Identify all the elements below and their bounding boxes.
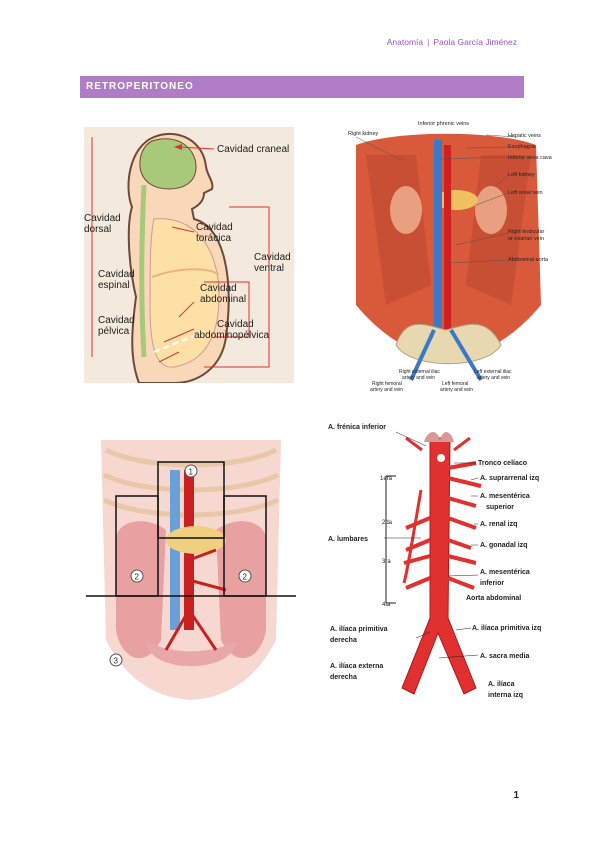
label-abdpelvica-1: Cavidad	[217, 319, 254, 330]
label-testicular-2: or ovarian vein	[508, 236, 544, 242]
label-right-kidney: Right kidney	[348, 131, 379, 137]
label-abdominal-2: abdominal	[200, 294, 246, 305]
region-3-label: 3	[114, 657, 119, 666]
header-subject: Anatomía	[387, 37, 423, 47]
header-separator: |	[427, 37, 429, 47]
figure-body-cavities: Cavidad craneal Cavidad dorsal Cavidad t…	[84, 127, 294, 383]
figure-aorta-branches: A. frénica inferior Tronco celíaco A. su…	[326, 418, 554, 702]
regions-illustration: 1 2 2 3	[86, 440, 296, 702]
label-ivc: Inferior vena cava	[508, 155, 553, 161]
label-iliaca-izq: A. ilíaca primitiva izq	[472, 625, 541, 632]
label-espinal-2: espinal	[98, 280, 130, 291]
body-cavities-illustration: Cavidad craneal Cavidad dorsal Cavidad t…	[84, 127, 294, 383]
label-suprarrenal: A. suprarrenal izq	[480, 475, 539, 482]
label-r-ext-iliac-2: artery and vein	[402, 375, 435, 381]
label-interna-2: interna izq	[488, 692, 523, 699]
label-testicular-1: Right testicular	[508, 229, 545, 235]
page-number: 1	[513, 790, 519, 801]
label-frenica: A. frénica inferior	[328, 424, 386, 431]
aorta-illustration: A. frénica inferior Tronco celíaco A. su…	[326, 418, 554, 702]
section-title: RETROPERITONEO	[86, 81, 194, 92]
label-mesent-inf-2: inferior	[480, 580, 504, 587]
label-toracica-1: Cavidad	[196, 222, 233, 233]
label-dorsal-1: Cavidad	[84, 213, 121, 224]
header-author: Paola García Jiménez	[433, 37, 517, 47]
label-esophagus: Esophagus	[508, 144, 536, 150]
section-banner: RETROPERITONEO	[80, 76, 524, 98]
page-header: Anatomía | Paola García Jiménez	[387, 37, 517, 47]
label-craneal: Cavidad craneal	[217, 144, 289, 155]
figure-retroperitoneal-vessels: Inferior phrenic veins Right kidney Hepa…	[336, 115, 561, 395]
label-dorsal-2: dorsal	[84, 224, 111, 235]
label-mesent-sup-1: A. mesentérica	[480, 493, 530, 500]
label-hepatic: Hepatic veins	[508, 133, 541, 139]
label-lumbares: A. lumbares	[328, 536, 368, 543]
label-externa-1: A. ilíaca externa	[330, 663, 383, 670]
label-espinal-1: Cavidad	[98, 269, 135, 280]
label-vertebra-4: 4ta	[382, 602, 391, 608]
label-pelvica-1: Cavidad	[98, 315, 135, 326]
label-abd-aorta: Abdominal aorta	[508, 257, 549, 263]
figure-abdominal-regions: 1 2 2 3	[86, 440, 296, 702]
label-aorta: Aorta abdominal	[466, 595, 521, 602]
label-externa-2: derecha	[330, 674, 357, 681]
label-ventral-1: Cavidad	[254, 252, 291, 263]
label-vertebra-2: 2da	[382, 520, 393, 526]
label-r-femoral-2: artery and vein	[370, 387, 403, 393]
label-left-kidney: Left kidney	[508, 172, 535, 178]
label-toracica-2: torácica	[196, 233, 231, 244]
label-vertebra-1: 1era	[380, 476, 393, 482]
region-2-right-label: 2	[243, 573, 248, 582]
region-1-label: 1	[189, 468, 194, 477]
label-vertebra-3: 3ra	[382, 559, 391, 565]
label-mesent-inf-1: A. mesentérica	[480, 569, 530, 576]
label-iliaca-der-1: A. ilíaca primitiva	[330, 626, 388, 633]
label-interna-1: A. ilíaca	[488, 681, 515, 688]
label-l-ext-iliac-2: artery and vein	[477, 375, 510, 381]
label-mesent-sup-2: superior	[486, 504, 514, 511]
label-l-femoral-2: artery and vein	[440, 387, 473, 393]
label-gonadal: A. gonadal izq	[480, 542, 527, 549]
label-abdpelvica-2: abdominopélvica	[194, 330, 269, 341]
label-ventral-2: ventral	[254, 263, 284, 274]
label-inferior-phrenic: Inferior phrenic veins	[418, 121, 469, 127]
label-tronco: Tronco celíaco	[478, 460, 527, 467]
label-renal: A. renal izq	[480, 521, 517, 528]
label-abdominal-1: Cavidad	[200, 283, 237, 294]
label-sacra: A. sacra media	[480, 653, 530, 660]
region-2-left-label: 2	[135, 573, 140, 582]
label-left-renal: Left renal vein	[508, 190, 543, 196]
label-iliaca-der-2: derecha	[330, 637, 357, 644]
vessels-illustration: Inferior phrenic veins Right kidney Hepa…	[336, 115, 561, 395]
label-pelvica-2: pélvica	[98, 326, 130, 337]
